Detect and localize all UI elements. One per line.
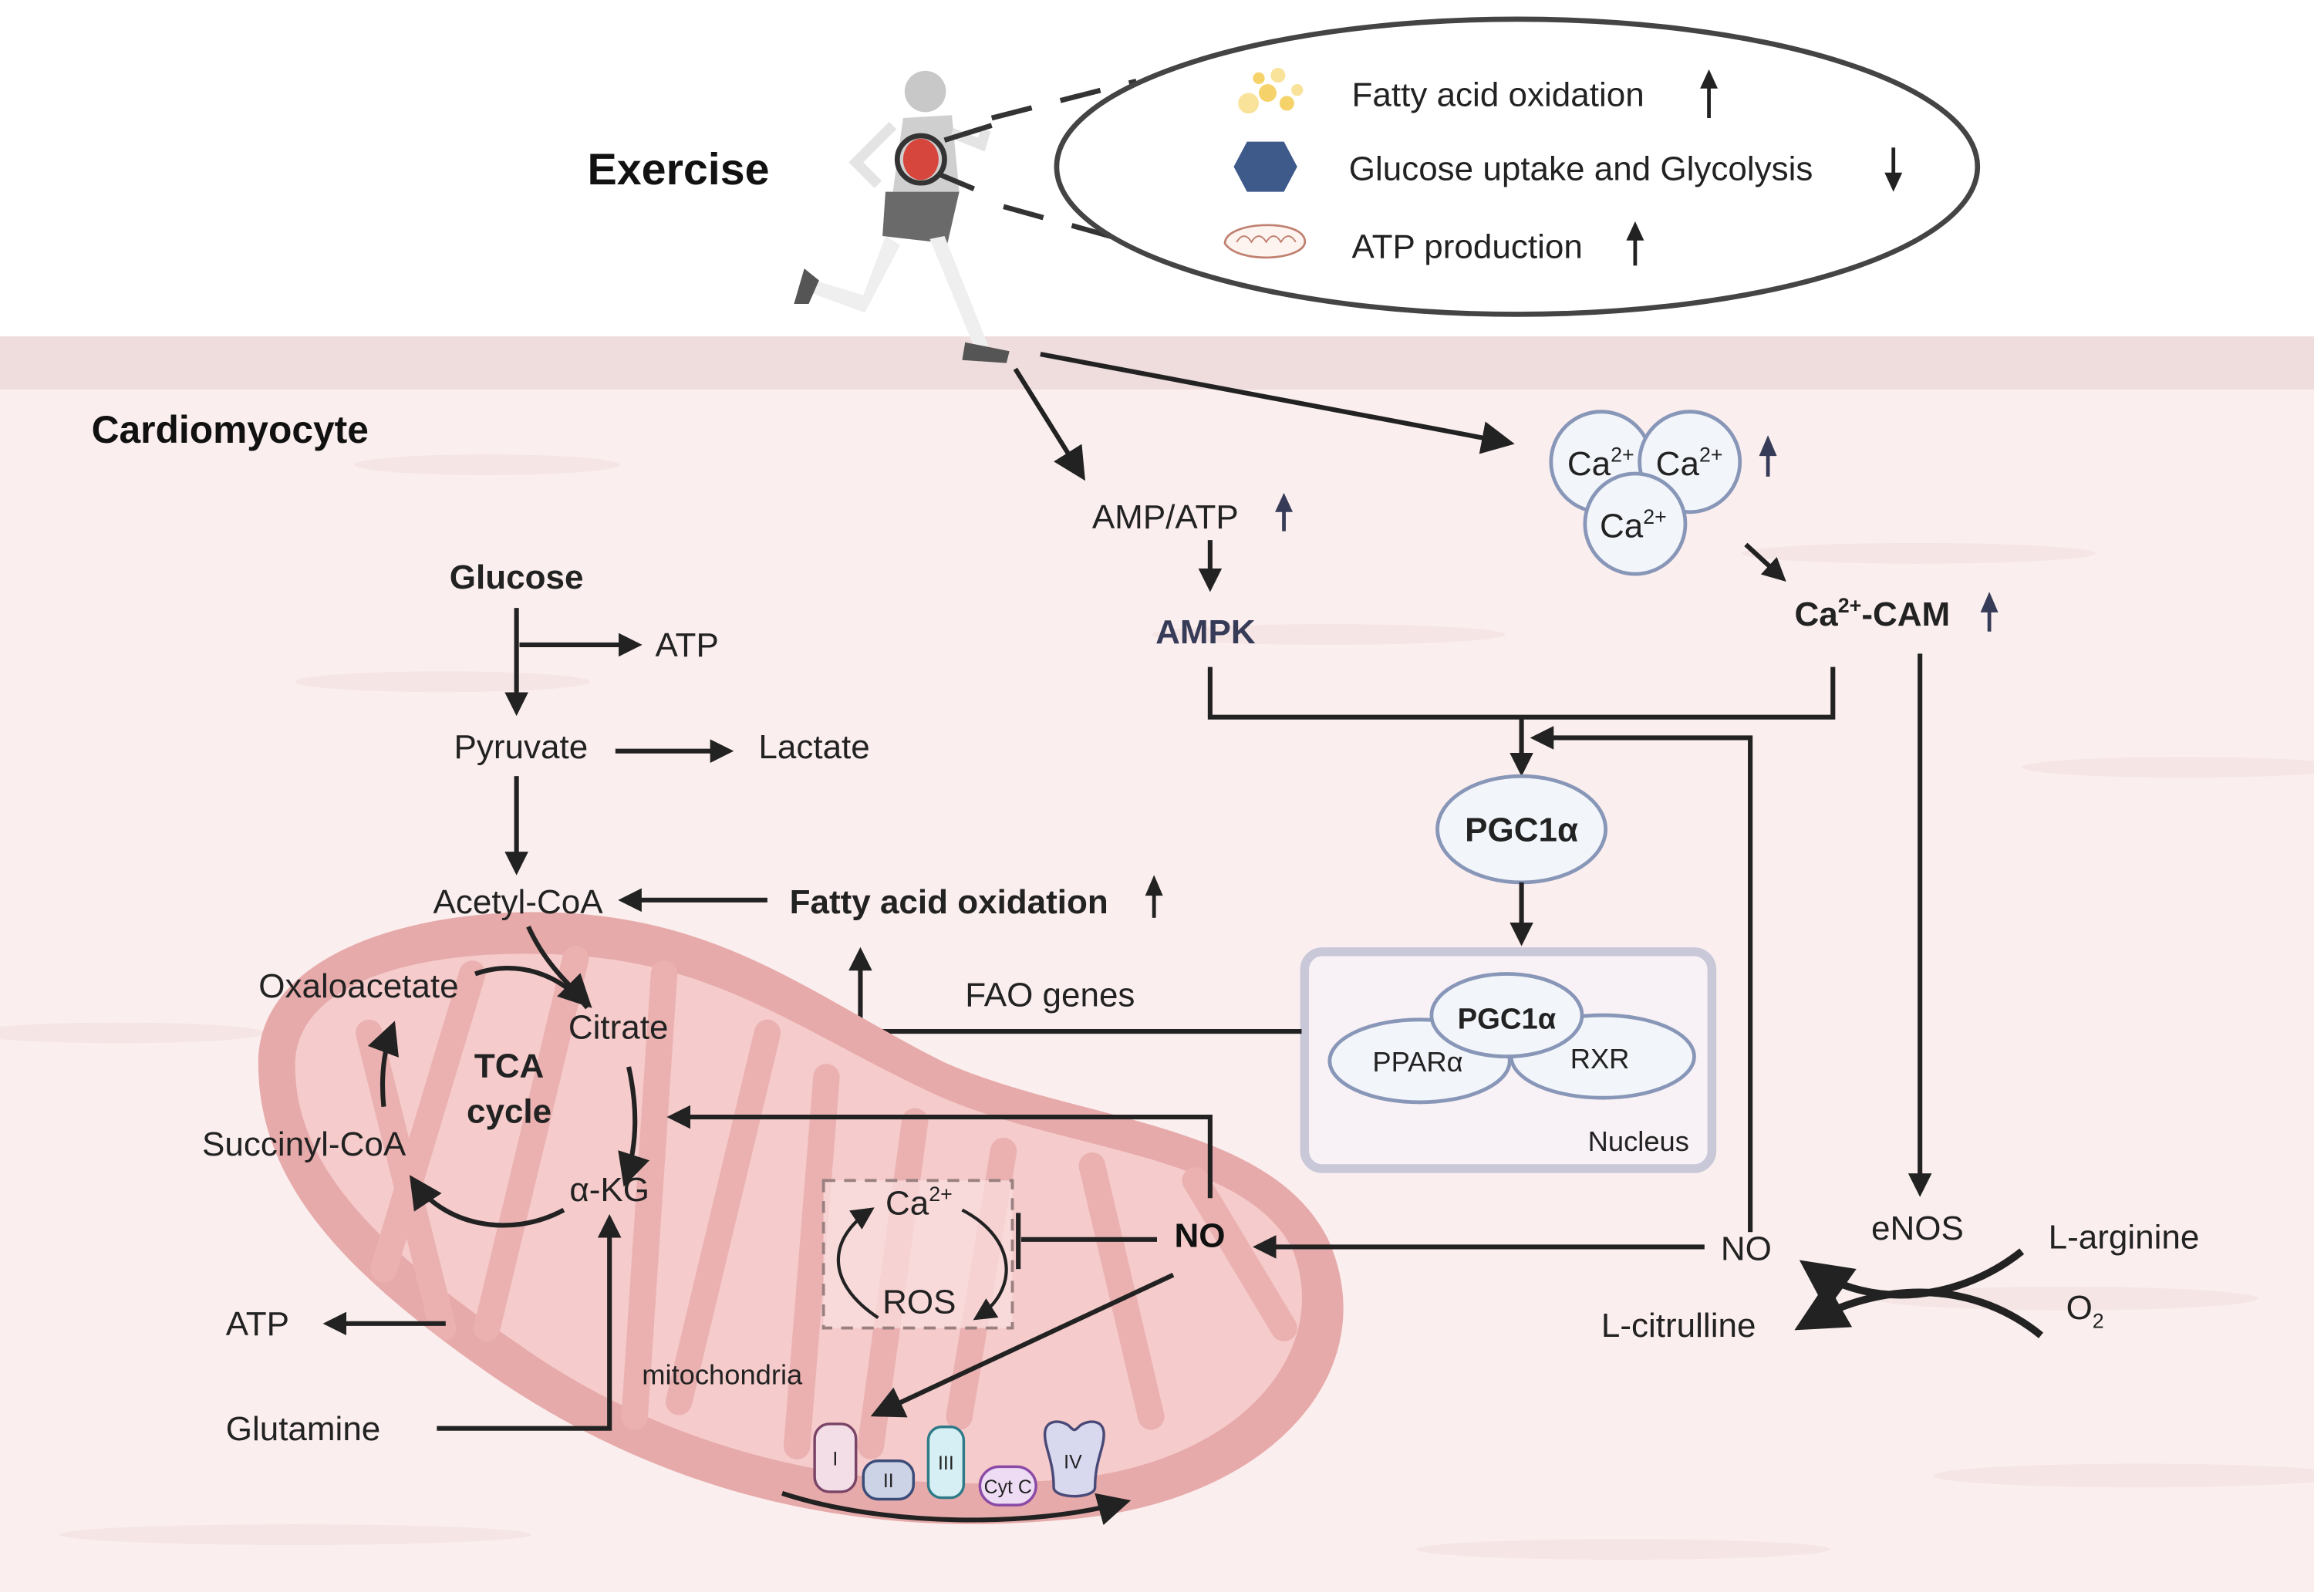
trend-up-arrow-icon bbox=[1626, 221, 1644, 266]
acetyl-coa-label: Acetyl-CoA bbox=[433, 883, 604, 921]
arrow-citrate-to-akg bbox=[618, 1066, 650, 1187]
etc-complex-label: I bbox=[832, 1448, 838, 1469]
etc-complex-ii: II bbox=[862, 1459, 916, 1501]
ppara-label: PPARα bbox=[1372, 1046, 1462, 1078]
arrow-akg-to-succinyl-coa bbox=[409, 1175, 565, 1228]
trend-down-arrow-icon bbox=[1884, 147, 1903, 192]
ros-box-calcium-label: Ca2+ bbox=[885, 1183, 953, 1222]
glycolysis-atp-label: ATP bbox=[655, 626, 718, 664]
oxaloacetate-label: Oxaloacetate bbox=[258, 967, 458, 1005]
etc-complex-label: II bbox=[883, 1470, 894, 1492]
etc-complex-i: I bbox=[813, 1422, 858, 1493]
ca-cam-label: Ca2+-CAM bbox=[1795, 594, 1951, 633]
arrow-no-to-pgc1a bbox=[1530, 726, 1753, 1233]
arrow-etc-flow bbox=[781, 1490, 1132, 1526]
exercise-title: Exercise bbox=[587, 145, 769, 194]
o2-label: O2 bbox=[2066, 1289, 2104, 1332]
etc-complex-iv: IV bbox=[1043, 1420, 1105, 1498]
etc-complex-shape bbox=[978, 1465, 1037, 1507]
myofibril-texture bbox=[0, 454, 2314, 1560]
succinyl-coa-label: Succinyl-CoA bbox=[202, 1125, 406, 1163]
etc-complex-shape bbox=[926, 1426, 966, 1500]
mito-atp-label: ATP bbox=[226, 1305, 289, 1343]
etc-complex-iii: III bbox=[926, 1426, 966, 1500]
pgc1a-nucleus-node bbox=[1429, 972, 1584, 1059]
etc-complex-label: Cyt C bbox=[984, 1476, 1032, 1498]
trend-up-arrow-icon bbox=[1145, 875, 1163, 918]
citrate-label: Citrate bbox=[568, 1009, 669, 1047]
mitochondrion-icon bbox=[1223, 224, 1306, 259]
etc-complex-label: III bbox=[938, 1453, 954, 1474]
merge-line-ampk-cacam bbox=[1207, 666, 1836, 720]
arrow-no-to-etc bbox=[870, 1272, 1175, 1418]
callout-glucose-label: Glucose uptake and Glycolysis bbox=[1349, 150, 1813, 187]
svg-text:Ca2+: Ca2+ bbox=[1656, 444, 1723, 483]
amp-atp-label: AMP/ATP bbox=[1092, 498, 1239, 536]
magnifier-icon bbox=[894, 133, 947, 186]
callout-atp-label: ATP production bbox=[1352, 228, 1583, 266]
svg-text:Ca2+: Ca2+ bbox=[1567, 444, 1634, 483]
etc-complex-shape bbox=[1043, 1420, 1105, 1498]
lactate-label: Lactate bbox=[758, 728, 869, 766]
calcium-ion-cluster: Ca2+ Ca2+ Ca2+ bbox=[1549, 410, 1742, 576]
callout-connector-lines bbox=[990, 78, 1138, 246]
rxr-label: RXR bbox=[1570, 1043, 1630, 1075]
l-arginine-label: L-arginine bbox=[2049, 1218, 2200, 1256]
tca-label-line1: TCA bbox=[474, 1047, 544, 1085]
arrow-o2-to-l-citrulline bbox=[1794, 1282, 2044, 1338]
enos-label: eNOS bbox=[1871, 1210, 1964, 1247]
fatty-acid-oxidation-label: Fatty acid oxidation bbox=[790, 883, 1108, 921]
ros-label: ROS bbox=[882, 1283, 956, 1321]
glucose-hexagon-icon bbox=[1233, 141, 1297, 192]
runner-illustration bbox=[794, 70, 1010, 363]
tca-label-line2: cycle bbox=[467, 1093, 552, 1131]
arrow-succinyl-coa-to-oxaloacetate bbox=[367, 1021, 399, 1107]
callout-fao-label: Fatty acid oxidation bbox=[1352, 76, 1644, 114]
nucleus-label: Nucleus bbox=[1588, 1125, 1689, 1157]
cell-membrane-band bbox=[0, 336, 2314, 390]
svg-text:Ca2+: Ca2+ bbox=[1600, 505, 1667, 545]
trend-up-arrow-icon bbox=[1275, 492, 1294, 531]
no-mito-label: NO bbox=[1174, 1216, 1225, 1254]
arrow-oxaloacetate-to-citrate bbox=[474, 966, 589, 1010]
glucose-label: Glucose bbox=[450, 558, 584, 596]
pgc1a-label: PGC1α bbox=[1465, 811, 1578, 849]
trend-up-arrow-icon bbox=[1700, 69, 1719, 119]
alpha-kg-label: α-KG bbox=[569, 1171, 649, 1209]
arrow-exercise-to-calcium bbox=[1040, 352, 1515, 454]
trend-up-arrow-icon bbox=[1980, 592, 1999, 632]
cardiomyocyte-title: Cardiomyocyte bbox=[92, 408, 369, 451]
glutamine-label: Glutamine bbox=[226, 1410, 381, 1448]
arrow-calcium-to-ca-cam bbox=[1744, 542, 1786, 582]
etc-complex-shape bbox=[813, 1422, 858, 1493]
etc-complex-label: IV bbox=[1064, 1451, 1082, 1473]
pgc1a-nucleus-label: PGC1α bbox=[1458, 1002, 1557, 1035]
pyruvate-label: Pyruvate bbox=[454, 728, 589, 766]
heart-icon bbox=[902, 138, 939, 181]
etc-complex-shape bbox=[862, 1459, 916, 1501]
arrow-exercise-to-amp-atp bbox=[1013, 367, 1085, 481]
l-citrulline-label: L-citrulline bbox=[1601, 1307, 1756, 1345]
ampk-label: AMPK bbox=[1155, 613, 1256, 651]
trend-up-arrow-icon bbox=[1759, 435, 1777, 477]
arrow-glutamine-to-akg bbox=[437, 1213, 622, 1431]
mitochondria-label: mitochondria bbox=[642, 1358, 803, 1390]
no-right-label: NO bbox=[1721, 1230, 1772, 1268]
arrow-ca-to-ros bbox=[961, 1208, 1008, 1321]
fao-genes-label: FAO genes bbox=[965, 977, 1135, 1014]
arrow-ros-to-ca bbox=[836, 1207, 879, 1319]
etc-complex-cyt-c: Cyt C bbox=[978, 1465, 1037, 1507]
arrow-no-to-tca bbox=[666, 1105, 1213, 1199]
fatty-acid-droplets-icon bbox=[1238, 67, 1304, 114]
